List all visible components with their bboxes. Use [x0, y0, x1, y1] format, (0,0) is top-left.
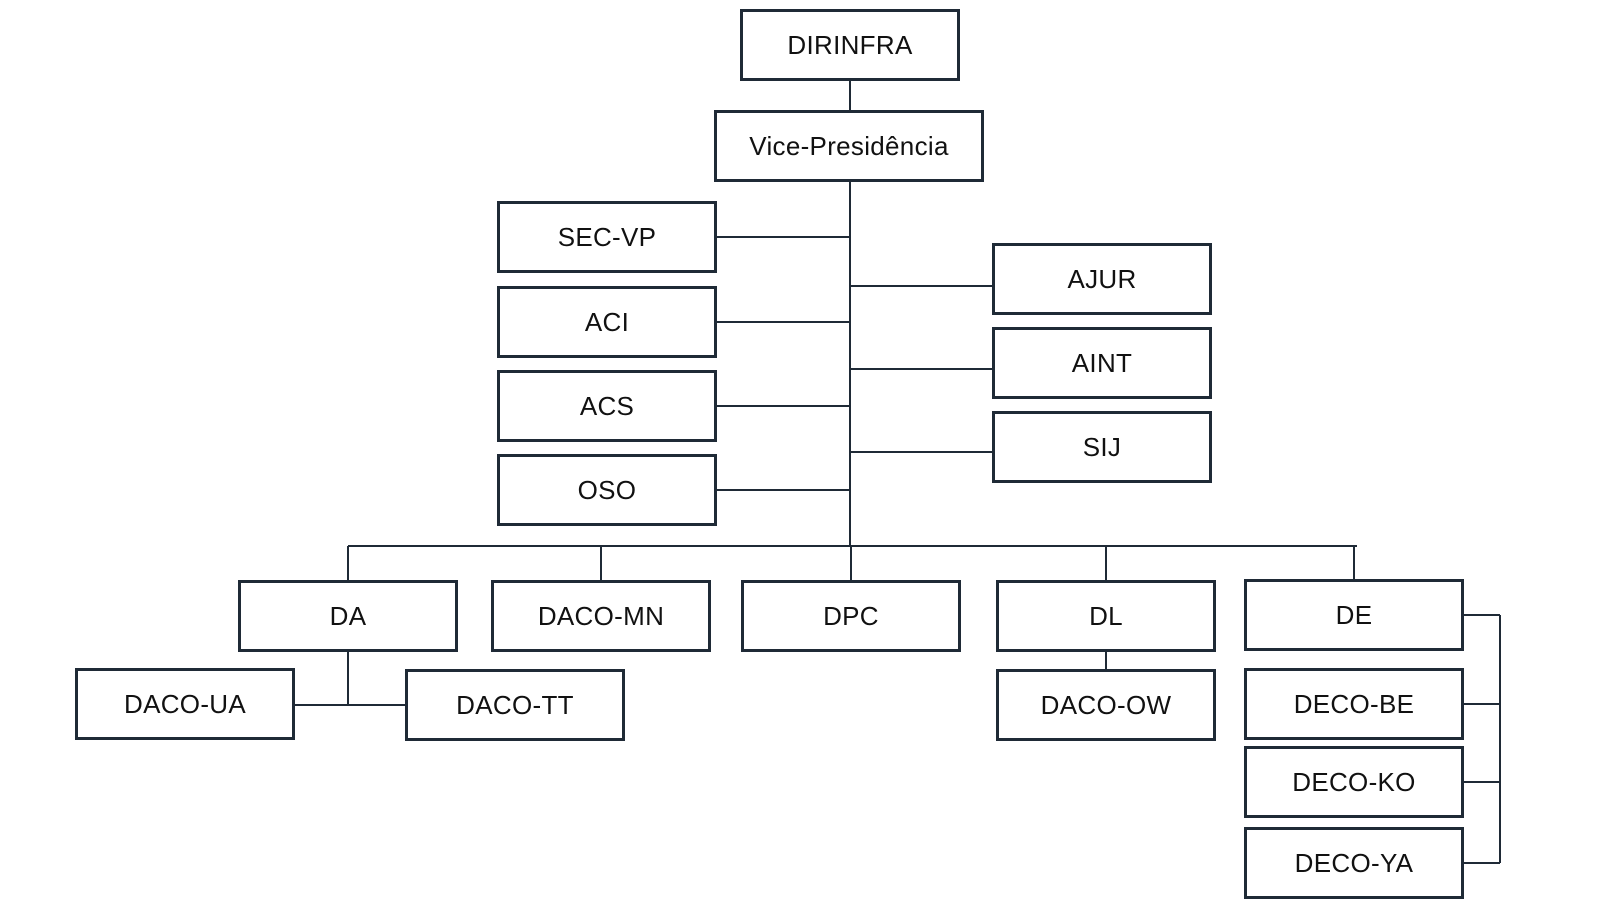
node-sij: SIJ: [992, 411, 1212, 483]
node-daco-mn: DACO-MN: [491, 580, 711, 652]
node-deco-ya: DECO-YA: [1244, 827, 1464, 899]
node-daco-ow: DACO-OW: [996, 669, 1216, 741]
node-dl: DL: [996, 580, 1216, 652]
node-daco-tt: DACO-TT: [405, 669, 625, 741]
node-dirinfra: DIRINFRA: [740, 9, 960, 81]
node-daco-ua: DACO-UA: [75, 668, 295, 740]
node-de: DE: [1244, 579, 1464, 651]
node-aci: ACI: [497, 286, 717, 358]
node-aint: AINT: [992, 327, 1212, 399]
node-oso: OSO: [497, 454, 717, 526]
node-vice-presidencia: Vice-Presidência: [714, 110, 984, 182]
node-deco-ko: DECO-KO: [1244, 746, 1464, 818]
node-acs: ACS: [497, 370, 717, 442]
node-ajur: AJUR: [992, 243, 1212, 315]
node-da: DA: [238, 580, 458, 652]
node-dpc: DPC: [741, 580, 961, 652]
node-deco-be: DECO-BE: [1244, 668, 1464, 740]
node-sec-vp: SEC-VP: [497, 201, 717, 273]
